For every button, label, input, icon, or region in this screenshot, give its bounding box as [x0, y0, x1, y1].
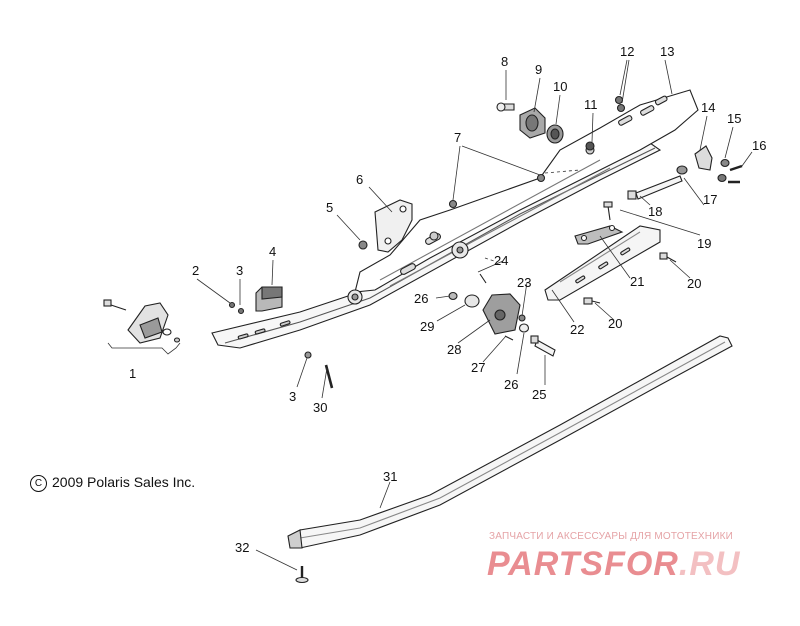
copyright-text: 2009 Polaris Sales Inc.	[52, 474, 196, 490]
mounting-bracket	[374, 199, 413, 253]
callout-label: 5	[326, 200, 333, 215]
callout-label: 22	[570, 322, 584, 337]
slider-assembly	[544, 201, 661, 301]
callout-label: 25	[532, 387, 546, 402]
callout-label: 2	[192, 263, 199, 278]
callout-label: 27	[471, 360, 485, 375]
callout-label: 1	[129, 366, 136, 381]
callout-label: 20	[687, 276, 701, 291]
callout-labels: 1 2 3 4 5 6 7 8 9 10 11 12 13 14 15 16 1…	[129, 44, 766, 555]
watermark-tagline: ЗАПЧАСТИ И АКСЕССУАРЫ ДЛЯ МОТОТЕХНИКИ	[489, 531, 734, 542]
rear-hardware	[614, 95, 743, 184]
callout-label: 30	[313, 400, 327, 415]
callout-label: 21	[630, 274, 644, 289]
screw-32	[295, 566, 309, 584]
watermark-logo-tld: .RU	[678, 545, 741, 583]
front-cap	[103, 299, 181, 344]
scissor-assembly	[448, 273, 556, 357]
watermark-logo-main: PARTSFOR	[487, 545, 679, 583]
wear-strip	[287, 335, 733, 549]
callout-label: 13	[660, 44, 674, 59]
callout-label: 32	[235, 540, 249, 555]
callout-label: 10	[553, 79, 567, 94]
callout-label: 3	[236, 263, 243, 278]
callout-label: 18	[648, 204, 662, 219]
bracket-1	[107, 342, 181, 355]
callout-label: 7	[454, 130, 461, 145]
callout-label: 17	[703, 192, 717, 207]
callout-label: 12	[620, 44, 634, 59]
callout-label: 8	[501, 54, 508, 69]
callout-label: 29	[420, 319, 434, 334]
callout-label: 26	[414, 291, 428, 306]
callout-label: 24	[494, 253, 508, 268]
callout-label: 19	[697, 236, 711, 251]
callout-label: 23	[517, 275, 531, 290]
upper-hardware	[496, 102, 595, 151]
callout-label: 15	[727, 111, 741, 126]
copyright-notice: C 2009 Polaris Sales Inc.	[30, 474, 195, 492]
slide-rail	[211, 89, 699, 349]
callout-label: 16	[752, 138, 766, 153]
callout-label: 3	[289, 389, 296, 404]
callout-label: 6	[356, 172, 363, 187]
callout-label: 14	[701, 100, 715, 115]
callout-label: 28	[447, 342, 461, 357]
long-bolt	[627, 175, 683, 200]
rail-block	[255, 286, 283, 312]
callout-label: 9	[535, 62, 542, 77]
callout-label: 4	[269, 244, 276, 259]
callout-label: 26	[504, 377, 518, 392]
callout-label: 11	[584, 97, 598, 112]
leader-lines	[196, 59, 753, 571]
callout-label: 20	[608, 316, 622, 331]
callout-label: 31	[383, 469, 397, 484]
copyright-symbol: C	[30, 475, 47, 492]
watermark-logo: PARTSFOR.RU	[487, 545, 740, 584]
small-hardware	[228, 173, 677, 389]
